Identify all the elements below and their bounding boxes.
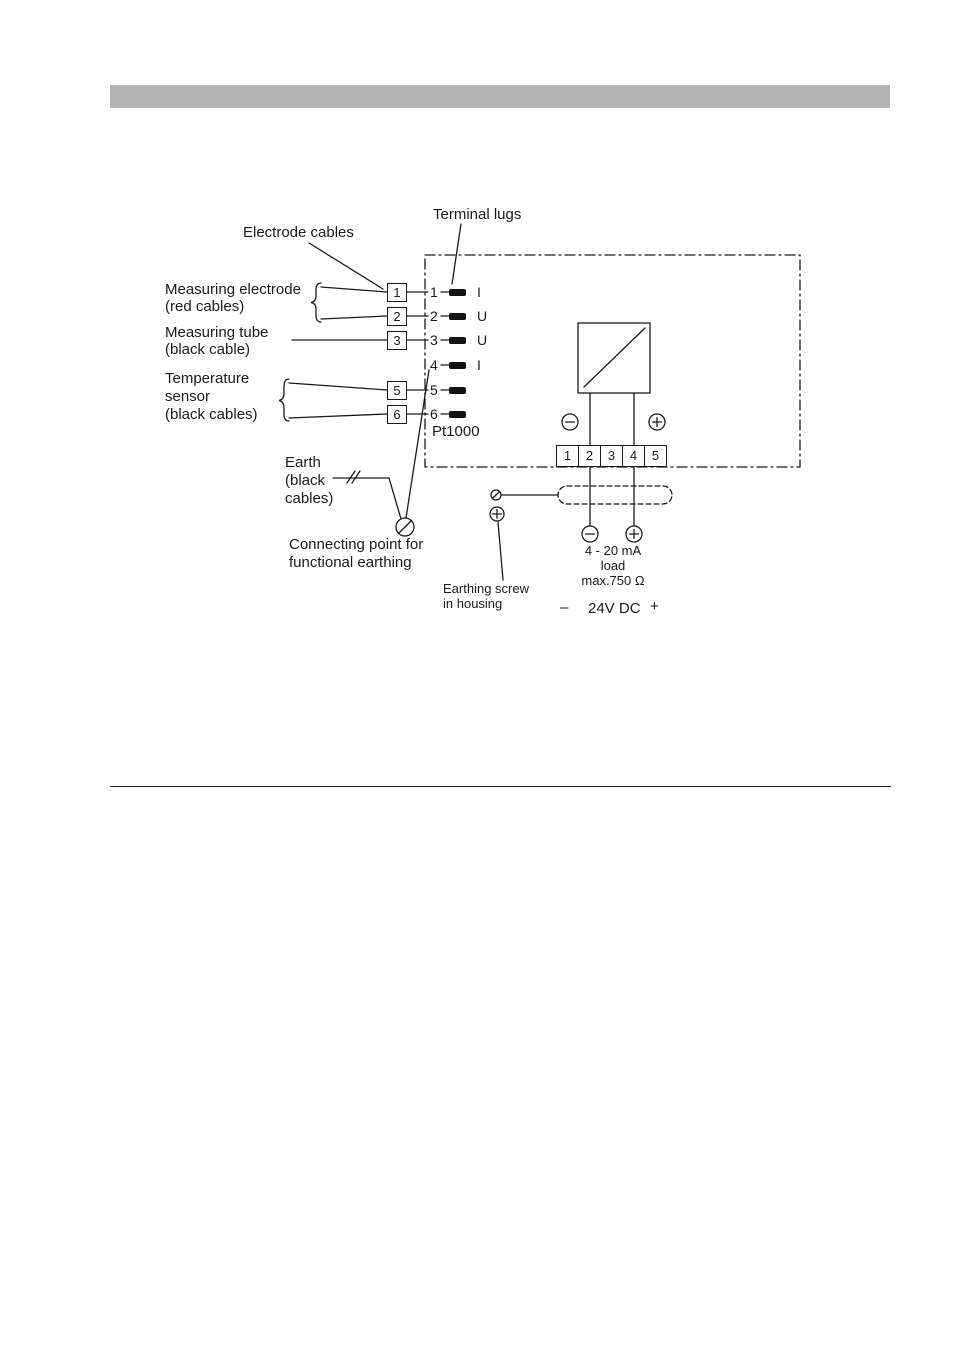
earth-label: Earth	[285, 454, 321, 471]
measuring-tube-sublabel: (black cable)	[165, 341, 251, 358]
cable-box-1: 1	[387, 283, 407, 302]
terminal-signal-2: U	[477, 308, 488, 324]
minus-circle-icon	[561, 413, 579, 431]
terminal-signal-1: I	[477, 284, 481, 300]
output-range-label: 4 - 20 mA	[584, 543, 642, 558]
earthing-screw-label-2: in housing	[443, 596, 503, 611]
supply-plus-sign: +	[650, 598, 659, 615]
earth-label-2: (black	[285, 472, 326, 489]
terminal-lug-icon	[449, 362, 466, 369]
measuring-electrode-brace	[310, 282, 322, 323]
output-max-load-label: max.750 Ω	[581, 573, 645, 588]
supply-voltage-label: 24V DC	[588, 600, 641, 617]
electrode-cables-pointer-line	[308, 242, 384, 290]
strip-terminal-4: 4	[622, 445, 645, 467]
wire	[388, 477, 402, 520]
terminal-number-3: 3	[430, 332, 438, 348]
terminal-number-1: 1	[430, 284, 438, 300]
earth-label-3: cables)	[285, 490, 334, 507]
temperature-sensor-sublabel: (black cables)	[165, 406, 258, 423]
supply-minus-sign: –	[560, 599, 569, 616]
connecting-point-label-2: functional earthing	[289, 554, 412, 571]
wire	[320, 315, 388, 320]
section-divider	[110, 786, 891, 787]
cable-entry-icon	[490, 489, 502, 501]
temperature-sensor-brace	[278, 378, 290, 422]
connecting-point-label: Connecting point for	[289, 536, 424, 553]
strip-terminal-5: 5	[644, 445, 667, 467]
strip-terminal-1: 1	[556, 445, 579, 467]
earthing-screw-label: Earthing screw	[443, 581, 529, 596]
terminal-number-2: 2	[430, 308, 438, 324]
transmitter-enclosure-outline	[424, 254, 801, 468]
wire	[405, 369, 430, 519]
measuring-electrode-label: Measuring electrode	[165, 281, 301, 298]
cable-gland-outline	[557, 485, 673, 505]
strip-terminal-2: 2	[578, 445, 601, 467]
terminal-number-4: 4	[430, 357, 438, 373]
wire	[288, 382, 388, 391]
terminal-lug-icon	[449, 289, 466, 296]
temperature-sensor-label-2: sensor	[165, 388, 211, 405]
header-bar	[110, 85, 890, 108]
measuring-electrode-sublabel: (red cables)	[165, 298, 245, 315]
output-plus-circle-icon	[625, 525, 643, 543]
terminal-lug-icon	[449, 387, 466, 394]
terminal-number-5: 5	[430, 382, 438, 398]
terminal-lugs-label: Terminal lugs	[433, 206, 522, 223]
cable-box-5: 5	[387, 381, 407, 400]
earthing-screw-pointer-line	[497, 521, 504, 581]
terminal-lug-icon	[449, 337, 466, 344]
pt1000-label: Pt1000	[432, 423, 480, 440]
cable-break-icon	[351, 470, 361, 484]
cable-box-3: 3	[387, 331, 407, 350]
terminal-lugs-pointer-line	[451, 223, 462, 285]
terminal-signal-4: I	[477, 357, 481, 373]
wire	[288, 413, 388, 419]
terminal-lug-icon	[449, 411, 466, 418]
cable-box-6: 6	[387, 405, 407, 424]
output-minus-circle-icon	[581, 525, 599, 543]
terminal-number-6: 6	[430, 406, 438, 422]
electrode-cables-label: Electrode cables	[243, 224, 354, 241]
measuring-tube-label: Measuring tube	[165, 324, 269, 341]
cable-break-icon	[346, 470, 356, 484]
earthing-screw-icon	[489, 506, 505, 522]
device-diagonal	[583, 327, 646, 388]
terminal-lug-icon	[449, 313, 466, 320]
wire	[320, 286, 388, 293]
plus-circle-icon	[648, 413, 666, 431]
strip-terminal-3: 3	[600, 445, 623, 467]
cable-box-2: 2	[387, 307, 407, 326]
output-load-label: load	[600, 558, 626, 573]
temperature-sensor-label: Temperature	[165, 370, 250, 387]
functional-earth-point-icon	[395, 517, 415, 537]
terminal-signal-3: U	[477, 332, 488, 348]
